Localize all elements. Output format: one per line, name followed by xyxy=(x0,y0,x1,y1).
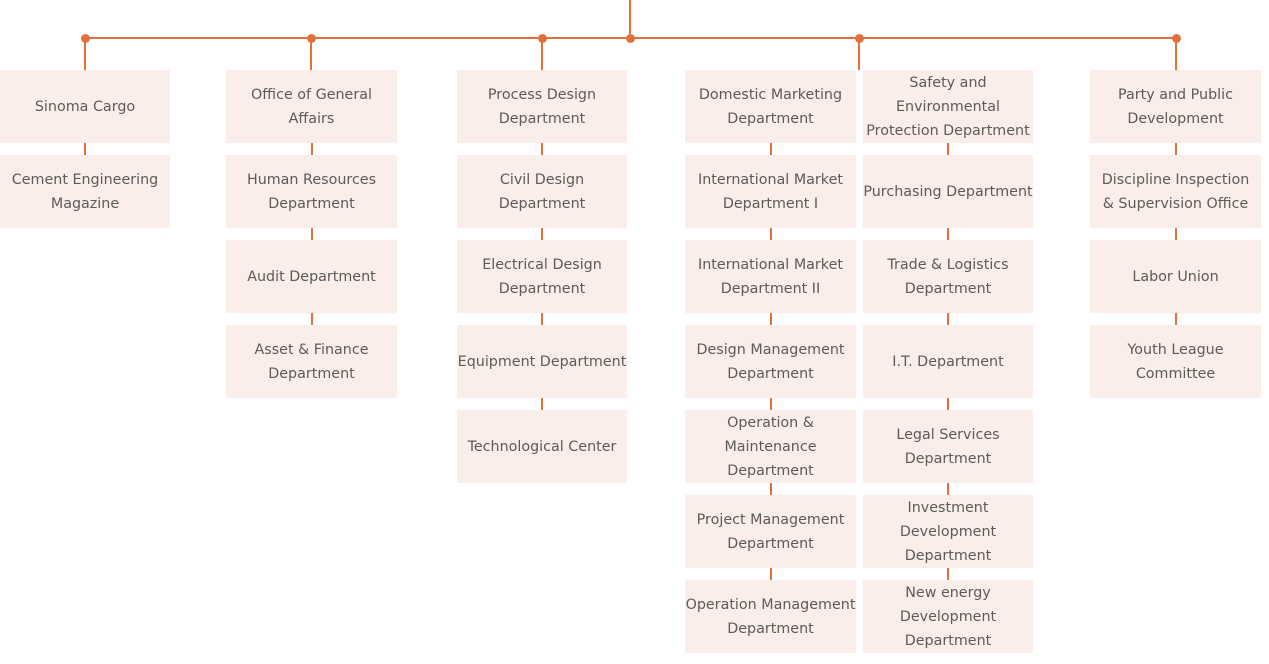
org-node-label: Operation & Maintenance Department xyxy=(724,414,817,479)
org-node-label: International Market Department I xyxy=(698,171,843,212)
org-node-label: Party and Public Development xyxy=(1118,86,1233,127)
org-node[interactable]: Investment Development Department xyxy=(863,483,1033,568)
rail-drop-line xyxy=(858,42,860,70)
rail-drop-line xyxy=(541,42,543,70)
org-node-label: Legal Services Department xyxy=(896,426,1000,467)
rail-drop-line xyxy=(1175,42,1177,70)
rail-drop-line xyxy=(310,42,312,70)
org-node-label: Trade & Logistics Department xyxy=(887,256,1009,297)
org-node[interactable]: Human Resources Department xyxy=(226,143,397,228)
org-node-label: I.T. Department xyxy=(892,353,1004,370)
org-node[interactable]: International Market Department I xyxy=(685,143,856,228)
org-node-label: Civil Design Department xyxy=(498,171,586,212)
org-node[interactable]: Trade & Logistics Department xyxy=(863,228,1033,313)
org-node[interactable]: Asset & Finance Department xyxy=(226,313,397,398)
org-column-5: Safety and Environmental Protection Depa… xyxy=(863,70,1033,653)
org-node[interactable]: Operation Management Department xyxy=(685,568,856,653)
org-node[interactable]: Domestic Marketing Department xyxy=(685,70,856,143)
org-node[interactable]: Cement Engineering Magazine xyxy=(0,143,170,228)
org-node[interactable]: Design Management Department xyxy=(685,313,856,398)
org-node-label: Sinoma Cargo xyxy=(34,98,136,115)
org-node[interactable]: Discipline Inspection & Supervision Offi… xyxy=(1090,143,1261,228)
org-node-label: Project Management Department xyxy=(696,511,845,552)
org-node[interactable]: Electrical Design Department xyxy=(457,228,627,313)
rail-junction-dot xyxy=(625,33,635,43)
org-node-label: Discipline Inspection & Supervision Offi… xyxy=(1101,171,1250,212)
org-node[interactable]: Civil Design Department xyxy=(457,143,627,228)
org-node[interactable]: Equipment Department xyxy=(457,313,627,398)
org-node[interactable]: Operation & Maintenance Department xyxy=(685,398,856,483)
org-node-label: Office of General Affairs xyxy=(251,86,372,127)
org-node-label: Youth League Committee xyxy=(1127,341,1224,382)
org-node-label: Design Management Department xyxy=(696,341,845,382)
org-node[interactable]: Party and Public Development xyxy=(1090,70,1261,143)
org-node[interactable]: Youth League Committee xyxy=(1090,313,1261,398)
org-node-label: International Market Department II xyxy=(698,256,843,297)
org-node-label: Human Resources Department xyxy=(246,171,377,212)
org-node-label: Domestic Marketing Department xyxy=(698,86,843,127)
rail-junction-dot xyxy=(80,33,90,43)
org-node-label: Equipment Department xyxy=(457,353,627,370)
rail-junction-dot xyxy=(537,33,547,43)
org-node-label: Operation Management Department xyxy=(685,596,856,637)
org-node-label: Investment Development Department xyxy=(899,499,997,564)
org-node-label: Audit Department xyxy=(247,268,376,285)
org-node[interactable]: Audit Department xyxy=(226,228,397,313)
org-node-label: Labor Union xyxy=(1132,268,1219,285)
org-node[interactable]: Office of General Affairs xyxy=(226,70,397,143)
org-node[interactable]: I.T. Department xyxy=(863,313,1033,398)
rail-drop-line xyxy=(84,42,86,70)
org-node-label: Asset & Finance Department xyxy=(254,341,369,382)
org-node[interactable]: Purchasing Department xyxy=(863,143,1033,228)
org-node[interactable]: Labor Union xyxy=(1090,228,1261,313)
org-node[interactable]: International Market Department II xyxy=(685,228,856,313)
org-node[interactable]: Process Design Department xyxy=(457,70,627,143)
org-node[interactable]: New energy Development Department xyxy=(863,568,1033,653)
org-node[interactable]: Legal Services Department xyxy=(863,398,1033,483)
rail-parent-stub xyxy=(629,0,631,34)
org-node[interactable]: Sinoma Cargo xyxy=(0,70,170,143)
org-node-label: Safety and Environmental Protection Depa… xyxy=(866,74,1030,139)
org-node-label: Purchasing Department xyxy=(863,183,1033,200)
rail-junction-dot xyxy=(1171,33,1181,43)
rail-junction-dot xyxy=(854,33,864,43)
org-node-label: New energy Development Department xyxy=(899,584,997,649)
org-node-label: Technological Center xyxy=(467,438,617,455)
org-node-label: Process Design Department xyxy=(487,86,597,127)
org-node[interactable]: Technological Center xyxy=(457,398,627,483)
org-node[interactable]: Safety and Environmental Protection Depa… xyxy=(863,70,1033,143)
org-node[interactable]: Project Management Department xyxy=(685,483,856,568)
rail-junction-dot xyxy=(306,33,316,43)
org-node-label: Cement Engineering Magazine xyxy=(11,171,159,212)
org-node-label: Electrical Design Department xyxy=(482,256,602,297)
